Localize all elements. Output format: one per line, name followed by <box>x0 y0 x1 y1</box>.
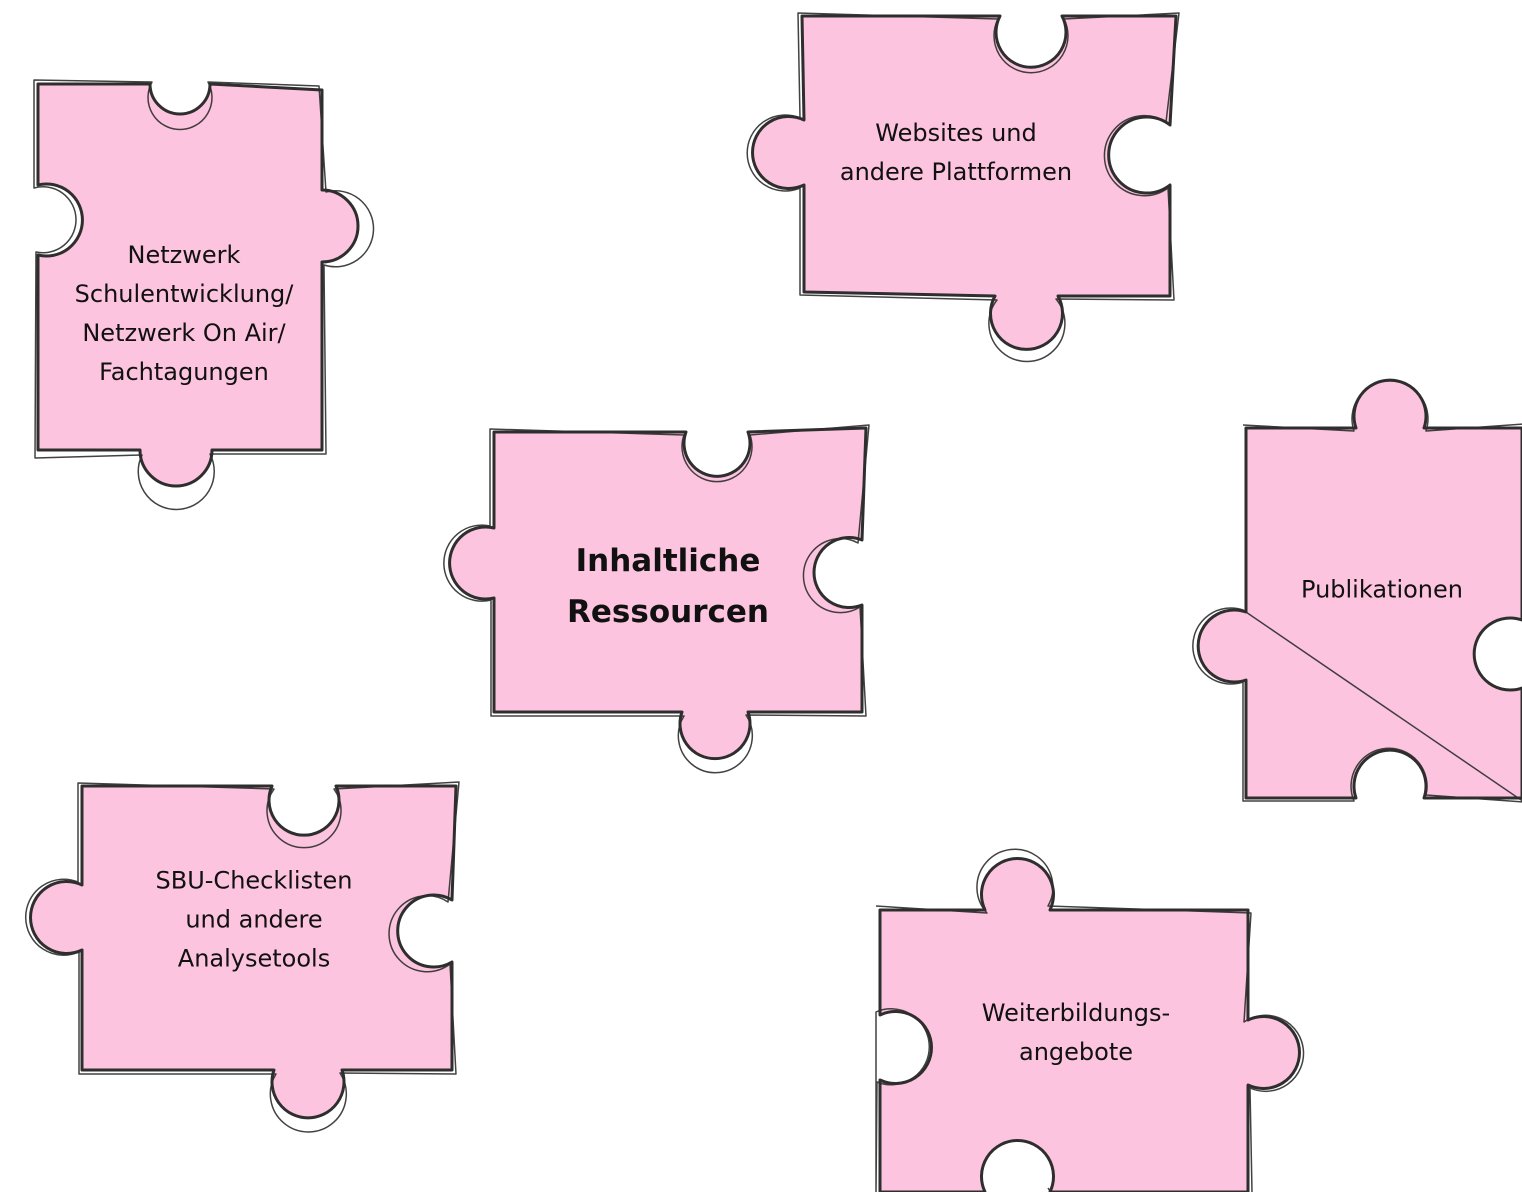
label-sbu: SBU-Checklisten und andere Analysetools <box>156 862 353 979</box>
label-websites: Websites und andere Plattformen <box>840 114 1072 192</box>
puzzle-piece-websites <box>746 12 1180 363</box>
label-inhaltliche-ressourcen: Inhaltliche Ressourcen <box>567 536 769 638</box>
label-line: SBU-Checklisten <box>155 866 353 895</box>
label-line: Websites und <box>875 119 1037 147</box>
label-line: angebote <box>1018 1038 1133 1066</box>
label-line: Analysetools <box>177 944 331 973</box>
label-publikationen: Publikationen <box>1301 571 1463 610</box>
puzzle-piece-netzwerk <box>33 79 375 511</box>
label-line: Fachtagungen <box>99 358 269 386</box>
label-line: Ressourcen <box>567 594 769 630</box>
puzzle-piece-publikationen <box>1192 378 1522 803</box>
label-netzwerk: Netzwerk Schulentwicklung/ Netzwerk On A… <box>75 236 294 392</box>
puzzle-piece-sbu <box>24 781 460 1133</box>
puzzle-piece-weiterbildung <box>875 848 1305 1192</box>
label-weiterbildung: Weiterbildungs- angebote <box>982 994 1170 1072</box>
label-line: und andere <box>185 905 323 934</box>
puzzle-piece-inhaltliche-ressourcen <box>443 424 870 774</box>
label-line: andere Plattformen <box>839 158 1073 186</box>
label-line: Publikationen <box>1301 575 1463 604</box>
label-line: Weiterbildungs- <box>981 999 1171 1027</box>
label-line: Netzwerk On Air/ <box>82 319 286 347</box>
label-line: Netzwerk <box>127 241 241 269</box>
label-line: Inhaltliche <box>575 543 761 579</box>
label-line: Schulentwicklung/ <box>74 280 294 308</box>
